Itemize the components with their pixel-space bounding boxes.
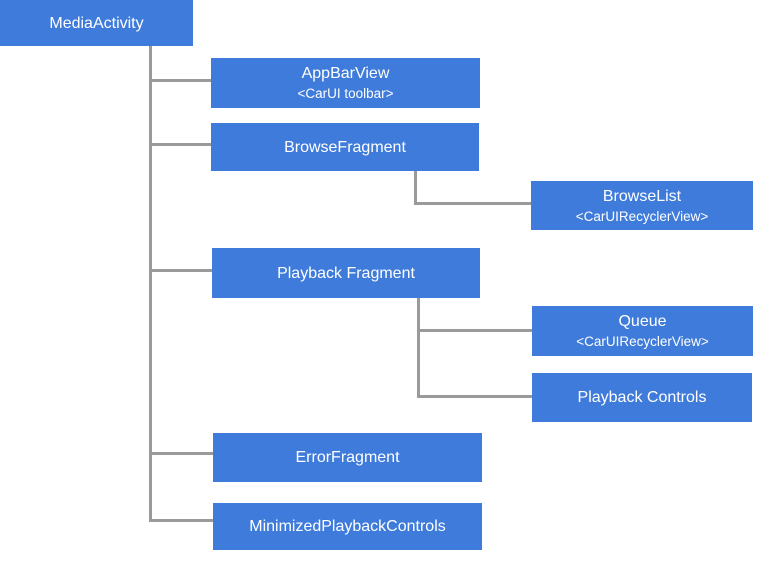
connector-branch-appbarview: [149, 79, 211, 82]
connector-branch-browsefragment: [149, 143, 211, 146]
node-minimized-playback-controls: MinimizedPlaybackControls: [213, 503, 482, 550]
connector-trunk-vertical: [149, 46, 152, 522]
node-label: BrowseList: [602, 187, 682, 205]
node-playback-controls: Playback Controls: [532, 373, 752, 422]
node-label: ErrorFragment: [295, 449, 400, 466]
node-label: AppBarView: [301, 65, 390, 82]
connector-branch-playbackcontrols: [417, 395, 532, 398]
node-sublabel: <CarUIRecyclerView>: [575, 208, 709, 224]
node-error-fragment: ErrorFragment: [213, 433, 482, 482]
connector-branch-playbackfragment: [149, 269, 212, 272]
node-label: Queue: [618, 313, 667, 330]
connector-branch-errorfragment: [149, 452, 213, 455]
node-label: MediaActivity: [49, 14, 144, 32]
node-sublabel: <CarUI toolbar>: [297, 86, 394, 101]
connector-branch-minimizedplaybackcontrols: [149, 519, 213, 522]
node-browse-list: BrowseList <CarUIRecyclerView>: [531, 181, 753, 230]
node-label: BrowseFragment: [284, 138, 406, 156]
node-label: Playback Fragment: [277, 264, 415, 282]
node-browse-fragment: BrowseFragment: [211, 123, 479, 171]
node-sublabel: <CarUIRecyclerView>: [576, 334, 709, 349]
node-label: Playback Controls: [577, 389, 707, 406]
node-media-activity: MediaActivity: [0, 0, 193, 46]
connector-browsefragment-drop-vertical: [414, 171, 417, 205]
node-label: MinimizedPlaybackControls: [249, 518, 446, 535]
node-playback-fragment: Playback Fragment: [212, 248, 480, 298]
connector-branch-queue: [417, 329, 532, 332]
connector-branch-browselist: [414, 202, 531, 205]
node-app-bar-view: AppBarView <CarUI toolbar>: [211, 58, 480, 108]
node-queue: Queue <CarUIRecyclerView>: [532, 306, 753, 356]
connector-playbackfragment-drop-vertical: [417, 298, 420, 398]
